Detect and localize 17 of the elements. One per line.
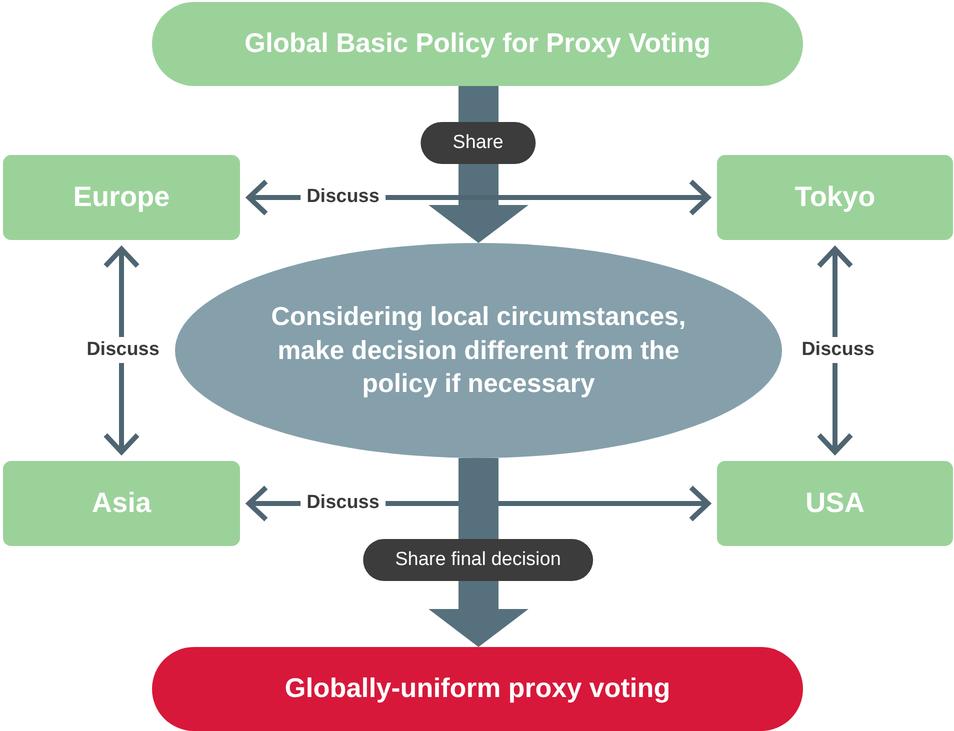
node-label: Europe	[73, 180, 170, 214]
region-box	[3, 461, 240, 546]
region-box	[717, 461, 953, 546]
double-arrow	[816, 246, 854, 454]
edge-label: Share final decision	[363, 539, 593, 581]
node-label: Global Basic Policy for Proxy Voting	[244, 27, 711, 60]
node-label: Asia	[92, 486, 152, 520]
node-label: USA	[805, 486, 865, 520]
double-arrow	[103, 246, 140, 454]
node-label: Tokyo	[794, 180, 876, 214]
flow-arrow	[428, 458, 528, 647]
flow-arrow	[428, 86, 528, 243]
region-box	[3, 155, 240, 240]
edge-label: Share	[420, 122, 536, 164]
node-label: Considering local circumstances, make decision different from the policy if necessary	[270, 300, 687, 400]
node-label: Globally-uniform proxy voting	[284, 672, 670, 706]
region-box	[717, 155, 953, 240]
